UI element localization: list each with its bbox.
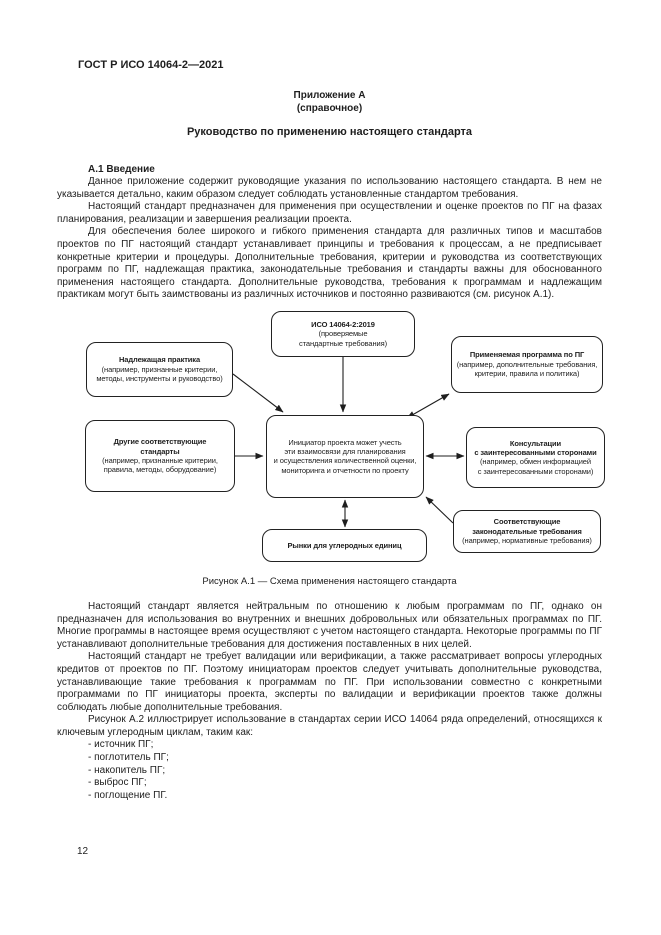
markets-title: Рынки для углеродных единиц <box>287 540 402 550</box>
figure-box-markets: Рынки для углеродных единиц <box>262 528 427 562</box>
arrow-legal-to-center <box>425 496 454 524</box>
other-standards-subtitle: (например, признанные критерии, правила,… <box>102 455 218 475</box>
list-item: - источник ПГ; <box>88 739 154 751</box>
figure-box-other-standards: Другие соответствующие стандарты (наприм… <box>85 419 235 492</box>
page-content: ГОСТ Р ИСО 14064-2—2021 Приложение А (сп… <box>57 59 605 802</box>
figure-a1: ИСО 14064-2:2019 (проверяемые стандартны… <box>57 304 605 566</box>
list-item: - накопитель ПГ; <box>88 764 166 776</box>
figure-caption: Рисунок А.1 — Схема применения настоящег… <box>202 575 457 587</box>
figure-box-good-practice: Надлежащая практика (например, признанны… <box>86 341 233 397</box>
doc-number: ГОСТ Р ИСО 14064-2—2021 <box>78 59 224 71</box>
section-heading: А.1 Введение <box>88 164 155 175</box>
good-practice-title: Надлежащая практика <box>118 355 201 365</box>
paragraph-2: Настоящий стандарт предназначен для прим… <box>57 201 602 225</box>
figure-box-legal: Соответствующие законодательные требован… <box>453 509 601 553</box>
figure-box-consultations: Консультации с заинтересованными сторона… <box>466 426 605 488</box>
consultations-subtitle: (например, обмен информацией с заинтерес… <box>477 457 594 476</box>
figure-box-program: Применяемая программа по ПГ (например, д… <box>451 335 603 393</box>
paragraph-4: Настоящий стандарт является нейтральным … <box>57 600 602 650</box>
arrow-center-program-bidir <box>406 393 450 419</box>
page-number: 12 <box>77 846 89 857</box>
appendix-type: (справочное) <box>296 103 363 114</box>
carbon-cycle-list: - источник ПГ; - поглотитель ПГ; - накоп… <box>57 739 602 802</box>
consultations-title: Консультации с заинтересованными сторона… <box>474 438 597 458</box>
iso-box-title: ИСО 14064-2:2019 <box>311 319 375 329</box>
good-practice-subtitle: (например, признанные критерии, методы, … <box>96 364 223 384</box>
center-box-text: Инициатор проекта может учесть эти взаим… <box>273 437 417 475</box>
figure-box-center: Инициатор проекта может учесть эти взаим… <box>266 414 424 498</box>
paragraph-3: Для обеспечения более широкого и гибкого… <box>57 226 602 301</box>
legal-title: Соответствующие законодательные требован… <box>472 517 582 536</box>
legal-subtitle: (например, нормативные требования) <box>462 536 592 546</box>
iso-box-subtitle: (проверяемые стандартные требования) <box>298 329 387 348</box>
arrow-goodpractice-to-center <box>232 373 284 413</box>
figure-box-iso: ИСО 14064-2:2019 (проверяемые стандартны… <box>271 310 415 357</box>
program-title: Применяемая программа по ПГ <box>469 350 585 360</box>
other-standards-title: Другие соответствующие стандарты <box>113 437 207 456</box>
paragraph-6: Рисунок А.2 иллюстрирует использование в… <box>57 714 602 738</box>
figure-arrows <box>232 356 465 528</box>
list-item: - поглощение ПГ. <box>88 789 168 801</box>
paragraph-5: Настоящий стандарт не требует валидации … <box>57 651 602 713</box>
paragraph-1: Данное приложение содержит руководящие у… <box>57 176 602 200</box>
list-item: - выброс ПГ; <box>88 777 147 789</box>
appendix-label: Приложение А <box>293 90 366 101</box>
appendix-title: Руководство по применению настоящего ста… <box>186 126 473 138</box>
list-item: - поглотитель ПГ; <box>88 752 169 764</box>
program-subtitle: (например, дополнительные требования, кр… <box>456 359 598 379</box>
